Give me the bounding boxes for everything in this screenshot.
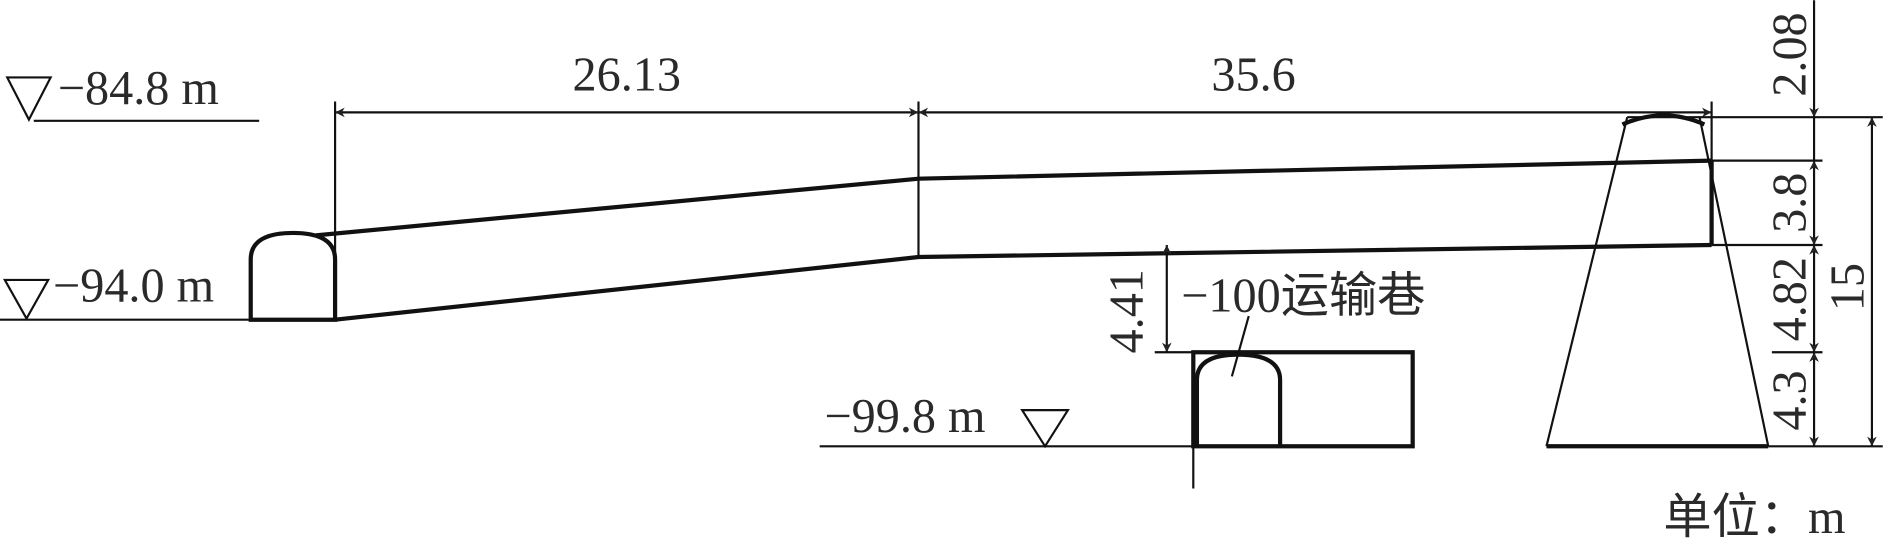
lower-haulage-roadway: 4.41 −100运输巷 bbox=[1101, 244, 1425, 489]
elevation-marker-lower: −99.8 m bbox=[819, 390, 1194, 449]
dimension-label-15: 15 bbox=[1821, 263, 1874, 311]
elevation-label-left: −94.0 m bbox=[53, 260, 214, 313]
dimension-label-4-3: 4.3 bbox=[1764, 370, 1817, 430]
dimension-label-4-82: 4.82 bbox=[1764, 257, 1817, 341]
leader-line bbox=[1230, 315, 1250, 377]
elevation-marker-left: −94.0 m bbox=[0, 260, 254, 321]
dimension-label-3-8: 3.8 bbox=[1764, 173, 1817, 233]
dimension-label-4-41: 4.41 bbox=[1101, 269, 1154, 353]
elevation-label-top: −84.8 m bbox=[58, 62, 219, 115]
elevation-label-lower: −99.8 m bbox=[824, 390, 985, 443]
elevation-triangle-icon bbox=[1020, 409, 1070, 449]
elevation-triangle-icon bbox=[2, 278, 51, 321]
elevation-triangle-icon bbox=[5, 76, 53, 122]
dimension-label-2-08: 2.08 bbox=[1764, 12, 1817, 96]
inclined-roadway bbox=[315, 158, 1714, 322]
elevation-marker-top: −84.8 m bbox=[5, 62, 260, 122]
dimension-label-35-6: 35.6 bbox=[1211, 49, 1295, 102]
shaft-section bbox=[1545, 113, 1770, 449]
haulage-roadway-label: −100运输巷 bbox=[1181, 269, 1425, 322]
dimension-label-26-13: 26.13 bbox=[573, 49, 681, 102]
left-tunnel-section bbox=[248, 230, 338, 322]
vertical-dimensions: 2.08 3.8 4.82 4.3 15 bbox=[1711, 0, 1883, 448]
unit-label: 单位：m bbox=[1663, 491, 1845, 543]
